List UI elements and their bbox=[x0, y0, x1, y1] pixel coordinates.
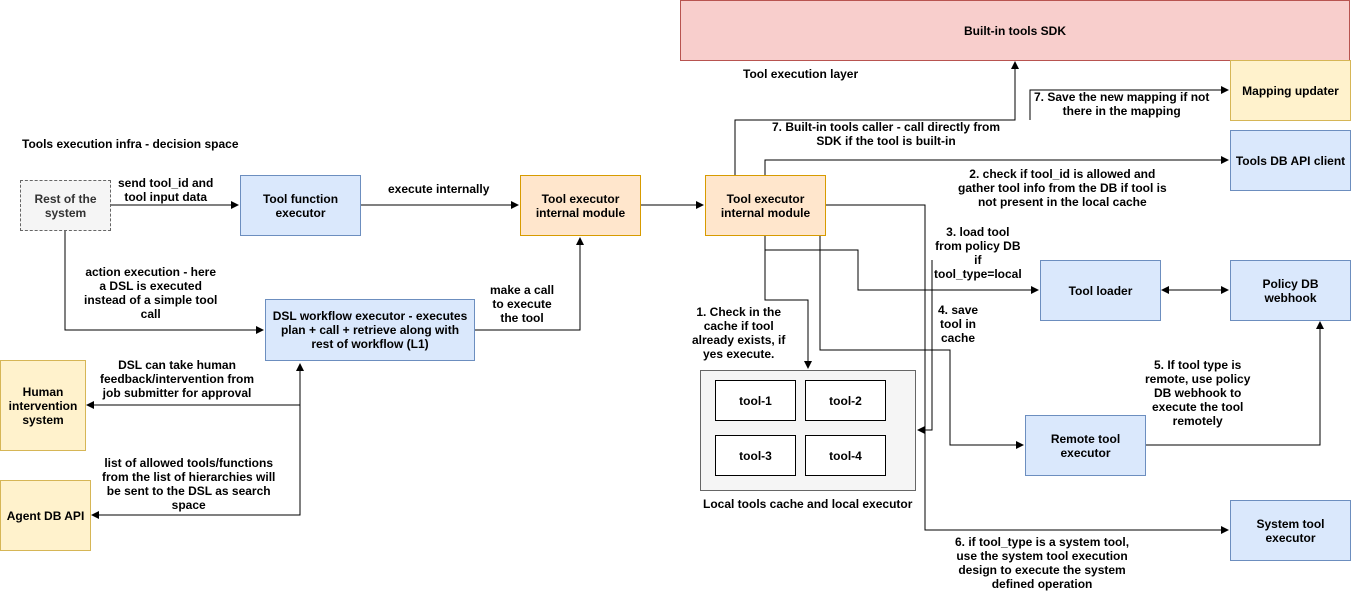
allowed-tools-label: list of allowed tools/functions from the… bbox=[102, 456, 276, 512]
dsl-workflow-executor-node: DSL workflow executor - executes plan + … bbox=[265, 299, 475, 361]
edge-internal2-to-sdk bbox=[734, 61, 1019, 175]
tool-2-node: tool-2 bbox=[805, 380, 886, 421]
tool-function-executor-node: Tool function executor bbox=[240, 175, 361, 236]
agent-db-api-node: Agent DB API bbox=[0, 480, 91, 551]
send-tool-id-label: send tool_id and tool input data bbox=[118, 176, 214, 204]
edge-internal2-to-remote bbox=[819, 236, 1024, 449]
edge-remote-to-policy bbox=[1146, 321, 1324, 446]
mapping-updater-node: Mapping updater bbox=[1230, 60, 1351, 121]
system-tool-executor-node: System tool executor bbox=[1230, 500, 1351, 561]
tool-executor-internal-1-node: Tool executor internal module bbox=[520, 175, 641, 236]
tool-1-node: tool-1 bbox=[715, 380, 796, 421]
step1-label: 1. Check in the cache if tool already ex… bbox=[692, 305, 786, 361]
edge-save-cache bbox=[917, 260, 933, 434]
step5-label: 5. If tool type is remote, use policy DB… bbox=[1145, 358, 1251, 428]
infra-title-label: Tools execution infra - decision space bbox=[22, 137, 239, 151]
tool-loader-node: Tool loader bbox=[1040, 260, 1161, 321]
edge-dsl-agentdb bbox=[91, 405, 301, 519]
builtin-sdk-node: Built-in tools SDK bbox=[680, 0, 1350, 61]
execute-internally-label: execute internally bbox=[388, 182, 490, 196]
step7-builtin-label: 7. Built-in tools caller - call directly… bbox=[772, 120, 1001, 148]
edge-internal2-to-system bbox=[825, 204, 1229, 534]
step3-label: 3. load tool from policy DB if tool_type… bbox=[934, 225, 1022, 281]
tools-db-api-client-node: Tools DB API client bbox=[1230, 130, 1351, 191]
human-intervention-node: Human intervention system bbox=[0, 360, 86, 451]
tool-3-node: tool-3 bbox=[715, 435, 796, 476]
step2-label: 2. check if tool_id is allowed and gathe… bbox=[958, 167, 1167, 209]
rest-of-system-node: Rest of the system bbox=[20, 180, 111, 231]
remote-tool-executor-node: Remote tool executor bbox=[1025, 415, 1146, 476]
step6-label: 6. if tool_type is a system tool, use th… bbox=[955, 535, 1130, 591]
action-execution-label: action execution - here a DSL is execute… bbox=[84, 265, 218, 321]
step4-label: 4. save tool in cache bbox=[938, 303, 979, 345]
tool-executor-internal-2-node: Tool executor internal module bbox=[705, 175, 826, 236]
tool-4-node: tool-4 bbox=[805, 435, 886, 476]
edge-dsl-to-internal1 bbox=[475, 237, 584, 331]
edge-to-mapping-updater bbox=[1029, 86, 1229, 120]
policy-db-webhook-node: Policy DB webhook bbox=[1230, 260, 1351, 321]
edge-rest-to-dsl bbox=[64, 231, 264, 334]
dsl-human-label: DSL can take human feedback/intervention… bbox=[100, 358, 255, 400]
local-cache-label: Local tools cache and local executor bbox=[703, 497, 913, 511]
make-a-call-label: make a call to execute the tool bbox=[490, 283, 555, 325]
edge-internal2-to-dbclient bbox=[764, 156, 1229, 175]
edge-internal2-to-cache bbox=[764, 236, 812, 369]
step7-mapping-label: 7. Save the new mapping if not there in … bbox=[1034, 90, 1210, 118]
tool-execution-layer-label: Tool execution layer bbox=[743, 67, 859, 81]
